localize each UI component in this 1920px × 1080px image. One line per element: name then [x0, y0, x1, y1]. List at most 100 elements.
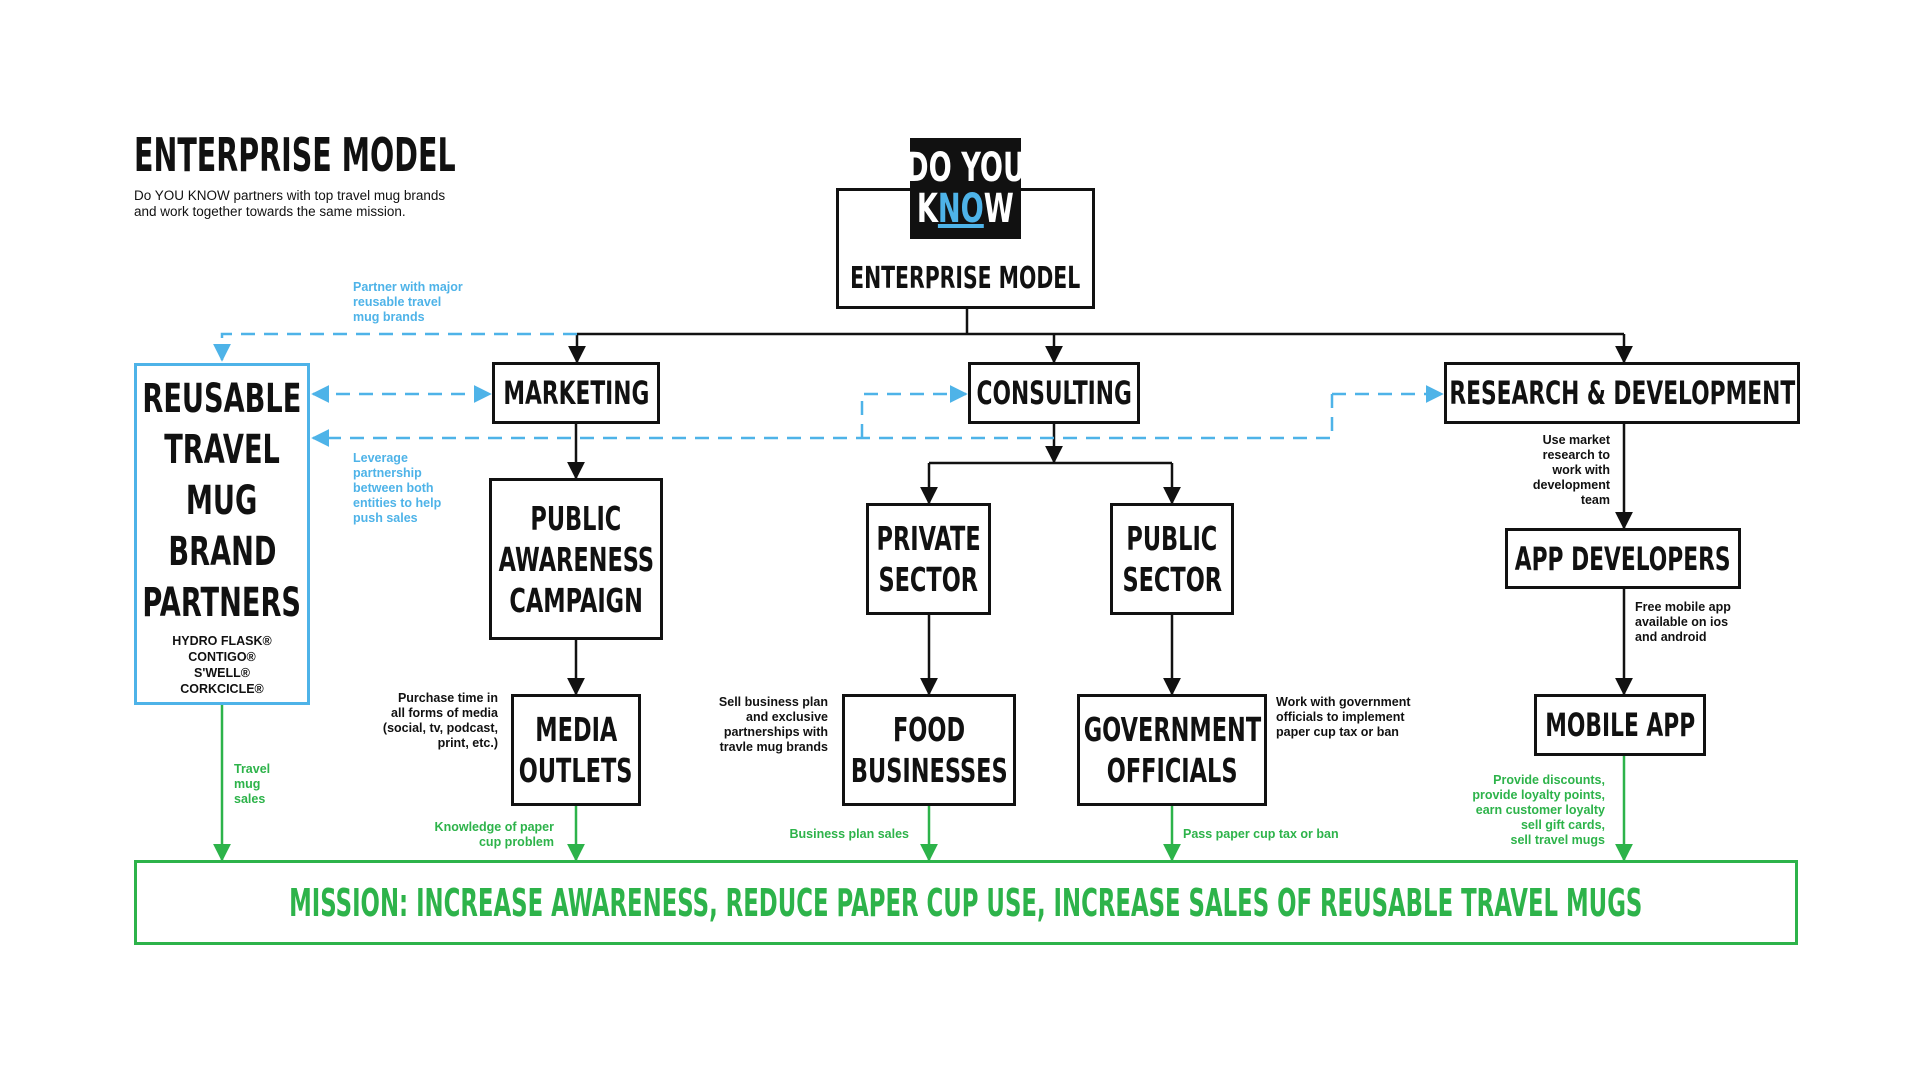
note-sell-3: partnerships with — [723, 725, 828, 739]
campaign-line-2: AWARENESS — [498, 539, 654, 579]
public-line-1: PUBLIC — [1126, 519, 1218, 558]
note-research-5: team — [1580, 493, 1610, 507]
consulting-box: CONSULTING — [968, 362, 1140, 424]
enterprise-model-label: ENTERPRISE MODEL — [850, 261, 1081, 296]
public-sector-box: PUBLIC SECTOR — [1110, 503, 1234, 615]
gov-line-2: OFFICIALS — [1106, 751, 1238, 790]
note-purchase-2: all forms of media — [391, 706, 498, 720]
note-partner-major: Partner with major reusable travel mug b… — [353, 280, 463, 325]
note-purchase-time: Purchase time in all forms of media (soc… — [383, 691, 498, 751]
note-gov-2: officials to implement — [1276, 710, 1405, 724]
note-market-research: Use market research to work with develop… — [1533, 433, 1610, 508]
brand-swell: S'WELL® — [194, 666, 250, 680]
note-knowledge-1: Knowledge of paper — [434, 820, 554, 834]
note-travel-2: mug — [234, 777, 261, 791]
page-subtitle: Do YOU KNOW partners with top travel mug… — [134, 188, 445, 220]
note-discounts-2: provide loyalty points, — [1472, 788, 1605, 802]
rnd-label: RESEARCH & DEVELOPMENT — [1449, 374, 1795, 412]
note-work-gov: Work with government officials to implem… — [1276, 695, 1411, 740]
note-leverage-2: partnership — [353, 466, 422, 480]
government-officials-box: GOVERNMENT OFFICIALS — [1077, 694, 1267, 806]
note-leverage-5: push sales — [353, 511, 418, 525]
note-discounts-1: Provide discounts, — [1493, 773, 1605, 787]
note-research-1: Use market — [1542, 433, 1610, 447]
private-sector-box: PRIVATE SECTOR — [866, 503, 991, 615]
note-travel-3: sales — [234, 792, 266, 806]
campaign-line-1: PUBLIC — [530, 498, 622, 538]
note-sell-4: travle mug brands — [719, 740, 828, 754]
marketing-label: MARKETING — [503, 374, 649, 412]
gov-line-1: GOVERNMENT — [1083, 710, 1261, 749]
mission-label: MISSION: INCREASE AWARENESS, REDUCE PAPE… — [289, 880, 1643, 925]
note-free-app: Free mobile app available on ios and and… — [1635, 600, 1731, 645]
app-developers-label: APP DEVELOPERS — [1515, 539, 1731, 578]
brand-corkcicle: CORKCICLE® — [180, 682, 264, 696]
wire-partner-major — [213, 332, 577, 362]
note-purchase-1: Purchase time in — [397, 691, 498, 705]
page-title-text: ENTERPRISE MODEL — [134, 128, 456, 182]
media-line-2: OUTLETS — [519, 751, 633, 790]
mobile-app-label: MOBILE APP — [1545, 706, 1695, 744]
partners-line-3: MUG — [186, 478, 258, 524]
note-partner-major-1: Partner with major — [353, 280, 463, 294]
note-gov-3: paper cup tax or ban — [1276, 725, 1399, 739]
note-research-2: research to — [1542, 448, 1610, 462]
note-pass-tax: Pass paper cup tax or ban — [1183, 827, 1339, 842]
private-line-2: SECTOR — [878, 560, 979, 599]
note-leverage-3: between both — [353, 481, 434, 495]
note-pass-tax-1: Pass paper cup tax or ban — [1183, 827, 1339, 841]
note-discounts: Provide discounts, provide loyalty point… — [1472, 773, 1605, 848]
note-leverage-4: entities to help — [353, 496, 442, 510]
note-partner-major-2: reusable travel — [353, 295, 442, 309]
note-sell-2: and exclusive — [746, 710, 828, 724]
mobile-app-box: MOBILE APP — [1534, 694, 1706, 756]
page-title: ENTERPRISE MODEL — [134, 128, 534, 182]
partners-line-1: REUSABLE — [142, 376, 302, 422]
note-knowledge-2: cup problem — [478, 835, 554, 849]
consulting-label: CONSULTING — [976, 374, 1132, 412]
partners-line-5: PARTNERS — [142, 580, 302, 626]
marketing-box: MARKETING — [492, 362, 660, 424]
note-leverage: Leverage partnership between both entiti… — [353, 451, 441, 526]
public-line-2: SECTOR — [1122, 560, 1222, 599]
note-purchase-4: print, etc.) — [437, 736, 498, 750]
rnd-box: RESEARCH & DEVELOPMENT — [1444, 362, 1800, 424]
logo-line-2: KNOW — [917, 188, 1014, 230]
logo-k: K — [917, 185, 939, 232]
note-app-1: Free mobile app — [1635, 600, 1731, 614]
brand-partners-box: REUSABLE TRAVEL MUG BRAND PARTNERS HYDRO… — [134, 363, 310, 705]
private-line-1: PRIVATE — [876, 519, 981, 558]
food-businesses-box: FOOD BUSINESSES — [842, 694, 1016, 806]
note-app-2: available on ios — [1635, 615, 1729, 629]
note-app-3: and android — [1635, 630, 1707, 644]
app-developers-box: APP DEVELOPERS — [1505, 528, 1741, 589]
subtitle-line-1: Do YOU KNOW partners with top travel mug… — [134, 188, 446, 203]
note-discounts-4: sell gift cards, — [1520, 818, 1605, 832]
note-travel-sales: Travel mug sales — [234, 762, 270, 807]
note-discounts-5: sell travel mugs — [1510, 833, 1606, 847]
brand-hydro-flask: HYDRO FLASK® — [172, 634, 272, 648]
note-knowledge: Knowledge of paper cup problem — [435, 820, 554, 850]
note-discounts-3: earn customer loyalty — [1475, 803, 1605, 817]
partners-line-4: BRAND — [167, 529, 277, 575]
subtitle-line-2: and work together towards the same missi… — [134, 204, 406, 219]
note-partner-major-3: mug brands — [353, 310, 425, 324]
mission-box: MISSION: INCREASE AWARENESS, REDUCE PAPE… — [134, 860, 1798, 945]
media-line-1: MEDIA — [534, 710, 618, 749]
wire-leverage — [311, 394, 1334, 447]
brand-list: HYDRO FLASK® CONTIGO® S'WELL® CORKCICLE® — [172, 633, 272, 697]
note-gov-1: Work with government — [1276, 695, 1411, 709]
logo-no: NO — [938, 185, 984, 232]
food-line-1: FOOD — [892, 710, 966, 749]
campaign-line-3: CAMPAIGN — [509, 580, 643, 620]
note-plan-sales-1: Business plan sales — [789, 827, 909, 841]
logo-w: W — [983, 185, 1014, 232]
note-sell-plan: Sell business plan and exclusive partner… — [719, 695, 828, 755]
note-purchase-3: (social, tv, podcast, — [382, 721, 498, 735]
media-outlets-box: MEDIA OUTLETS — [511, 694, 641, 806]
brand-contigo: CONTIGO® — [188, 650, 256, 664]
do-you-know-logo: DO YOU KNOW — [906, 138, 1025, 239]
wire-to-consulting-blue — [860, 385, 968, 438]
note-travel-1: Travel — [234, 762, 271, 776]
